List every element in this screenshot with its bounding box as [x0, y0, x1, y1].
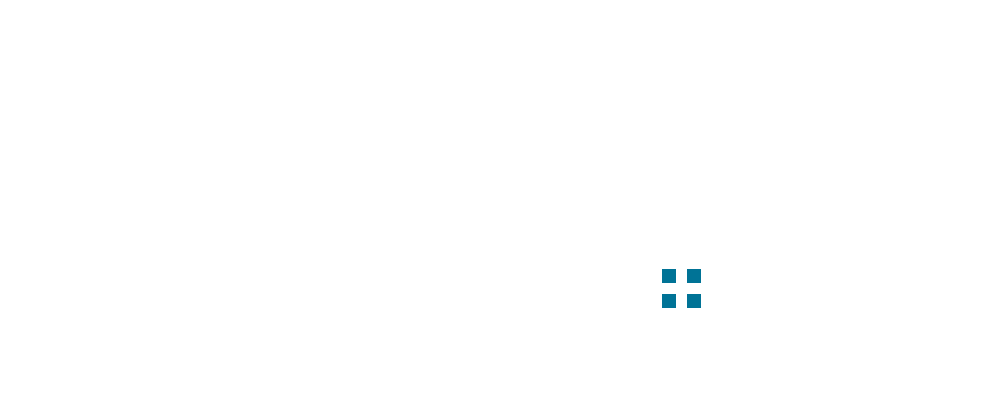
grid-square	[687, 269, 701, 283]
grid-square	[662, 269, 676, 283]
grid-square	[662, 294, 676, 308]
grid-view-icon[interactable]	[662, 269, 702, 308]
grid-square	[687, 294, 701, 308]
